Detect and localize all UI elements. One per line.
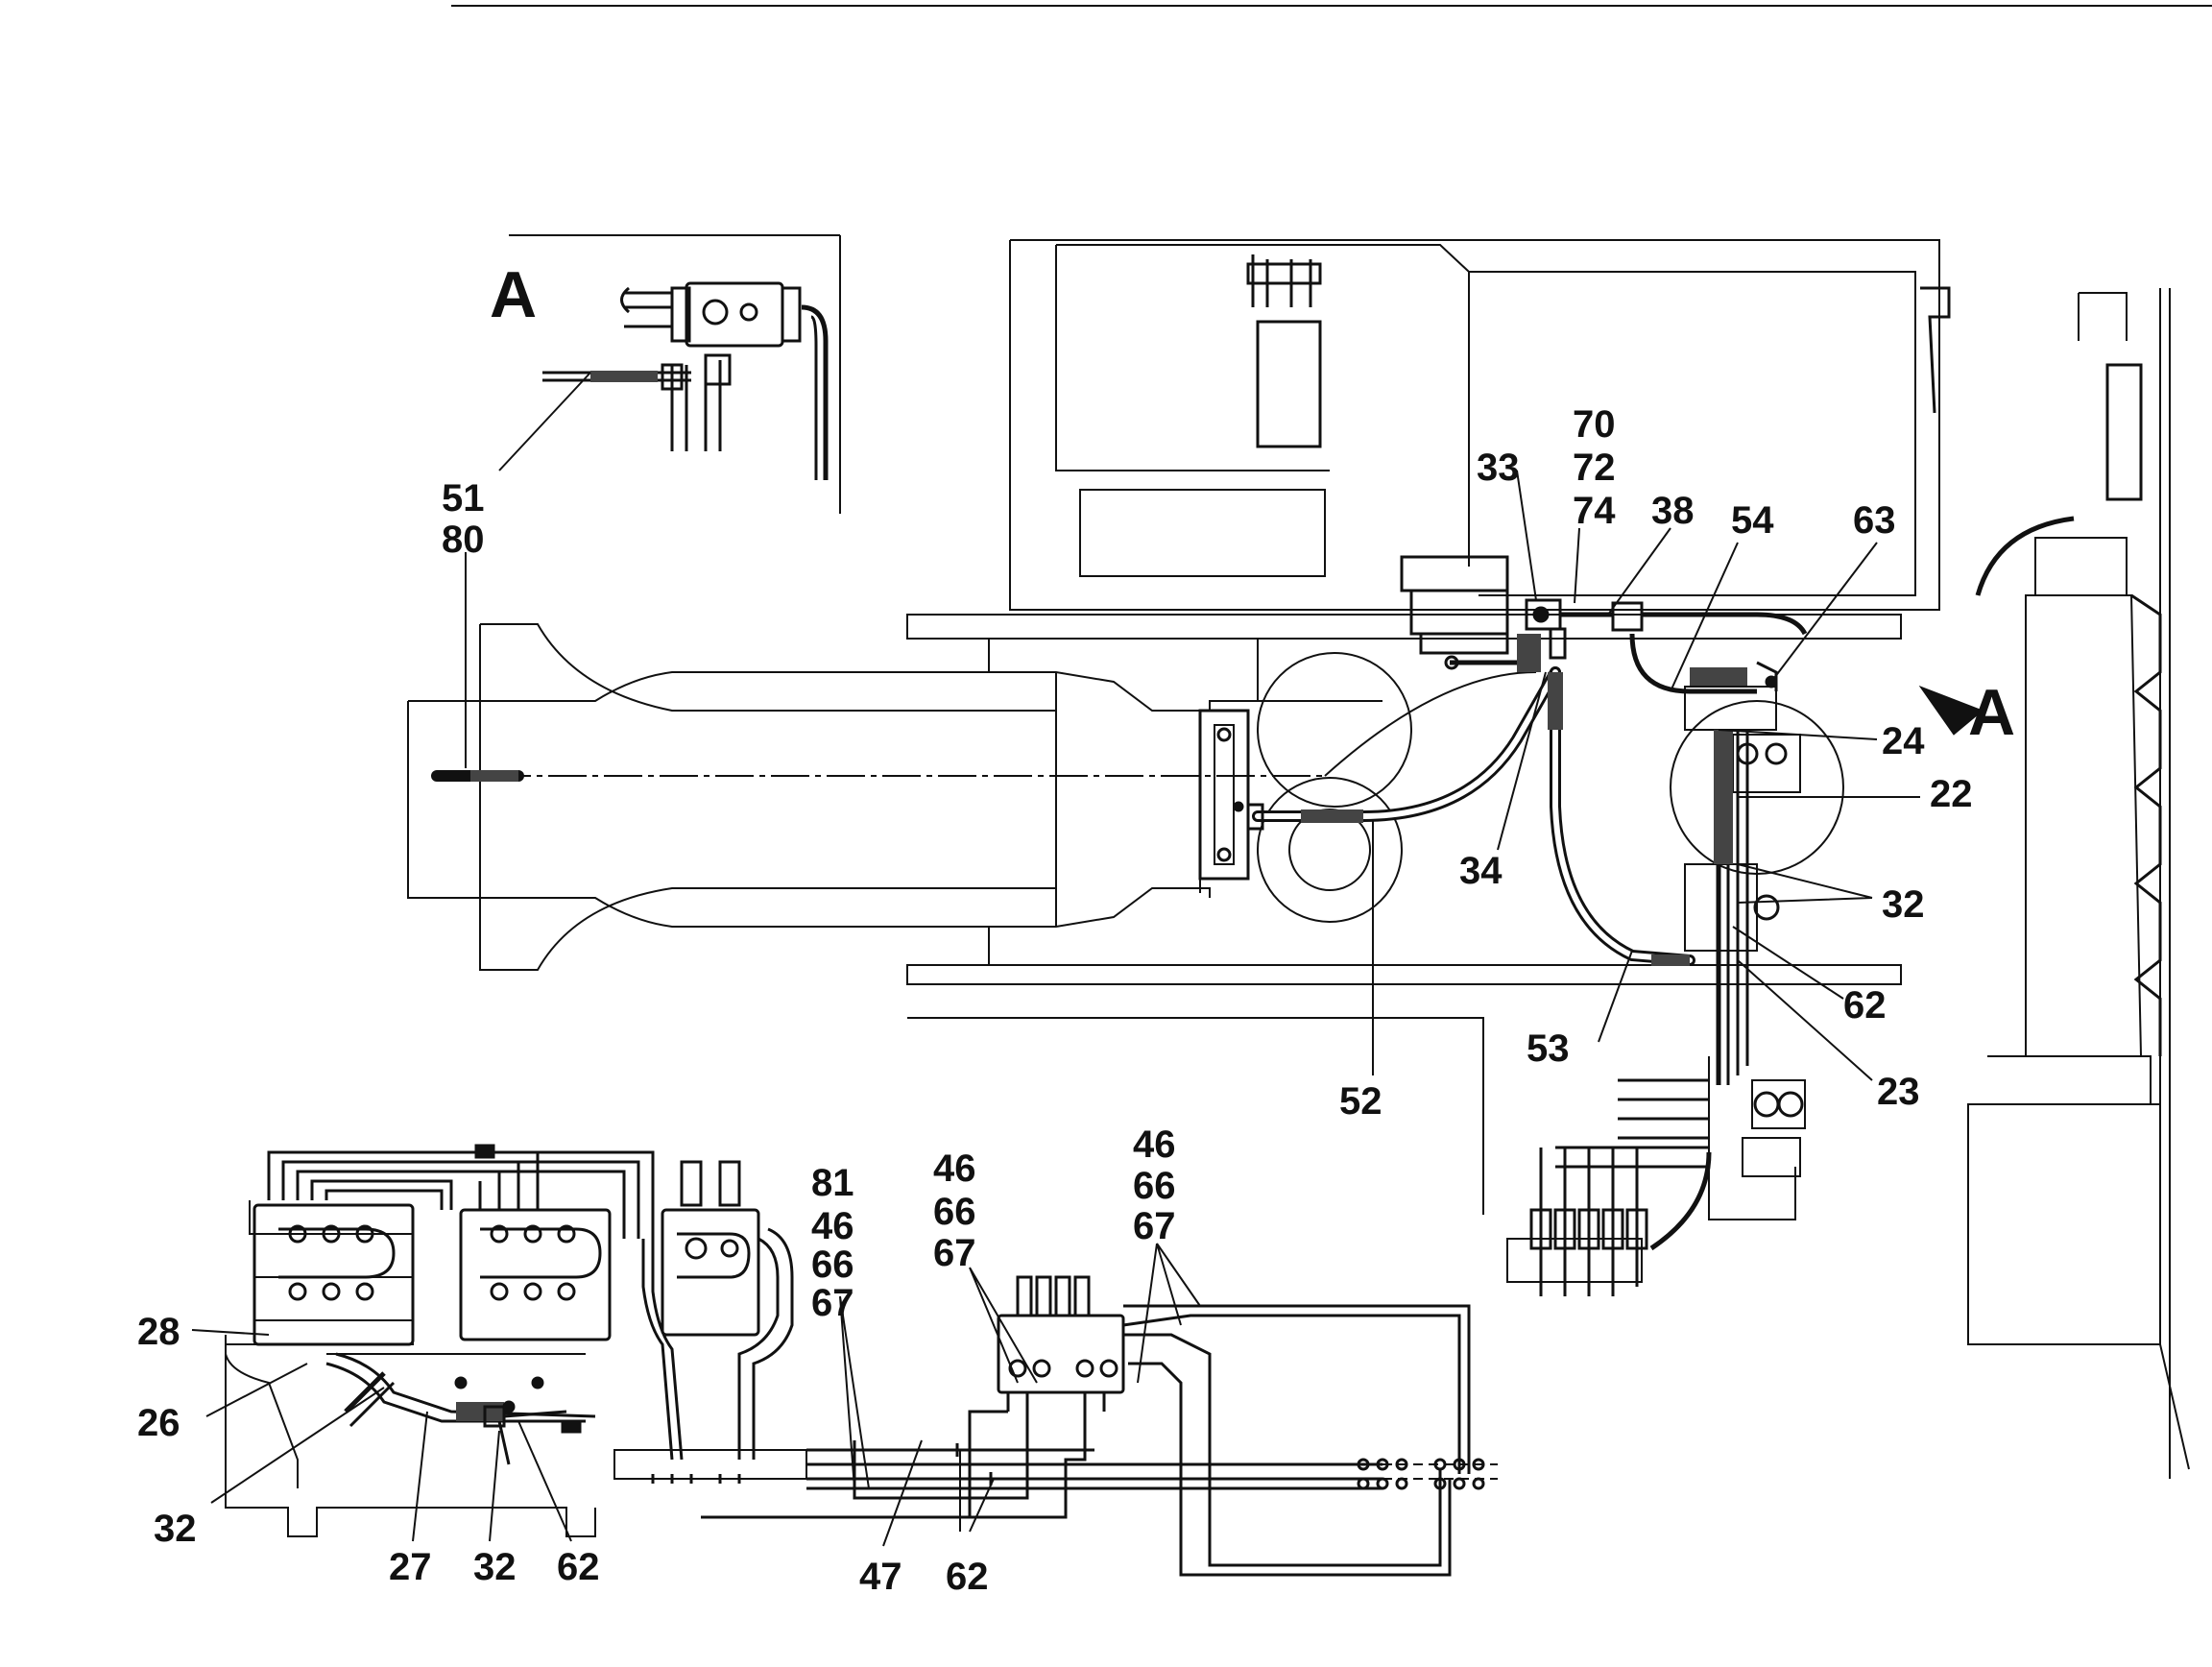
hose-53 <box>1548 666 1695 966</box>
callout-67-c: 67 <box>1133 1205 1176 1247</box>
callout-81: 81 <box>811 1162 854 1204</box>
view-marker-a: A <box>1918 676 2015 749</box>
callout-38: 38 <box>1651 490 1695 532</box>
callout-51: 51 <box>442 477 485 519</box>
callout-63: 63 <box>1853 499 1896 542</box>
leader-lines <box>191 372 1920 1547</box>
callout-24: 24 <box>1882 720 1925 762</box>
callout-32-right: 32 <box>1882 883 1925 926</box>
callout-32-bottom: 32 <box>473 1546 517 1588</box>
detail-view-a: A <box>490 234 841 514</box>
callout-52: 52 <box>1339 1080 1382 1123</box>
callout-32-left: 32 <box>154 1508 197 1550</box>
callout-47: 47 <box>859 1556 902 1598</box>
callout-62-lower: 62 <box>946 1556 989 1598</box>
callout-54: 54 <box>1731 499 1774 542</box>
hose-52 <box>1233 666 1561 831</box>
callout-53: 53 <box>1527 1027 1570 1070</box>
callout-46-b: 46 <box>933 1148 976 1190</box>
callout-62-bottom: 62 <box>557 1546 600 1588</box>
callout-66-c: 66 <box>1133 1165 1176 1207</box>
callout-80: 80 <box>442 519 485 561</box>
detail-label: A <box>490 258 537 331</box>
callout-22: 22 <box>1930 773 1973 815</box>
callout-66-a: 66 <box>811 1244 854 1286</box>
callout-labels: 51 80 33 70 72 74 38 54 63 24 22 32 62 2… <box>137 403 1973 1598</box>
callout-70: 70 <box>1573 403 1616 446</box>
right-column <box>1967 288 2190 1479</box>
callout-67-b: 67 <box>933 1232 976 1274</box>
callout-23: 23 <box>1877 1071 1920 1113</box>
fitting-cluster <box>1444 598 1808 694</box>
machine-cab-outline <box>1009 239 1951 655</box>
callout-28: 28 <box>137 1311 180 1353</box>
callout-72: 72 <box>1573 447 1616 489</box>
callout-46-a: 46 <box>811 1205 854 1247</box>
callout-34: 34 <box>1459 850 1503 892</box>
callout-46-c: 46 <box>1133 1123 1176 1166</box>
callout-74: 74 <box>1573 490 1616 532</box>
callout-67-a: 67 <box>811 1282 854 1324</box>
callout-66-b: 66 <box>933 1191 976 1233</box>
callout-27: 27 <box>389 1546 432 1588</box>
right-valve-stack <box>1506 686 1806 1296</box>
diverter-block <box>701 1275 1498 1577</box>
control-valve-bank <box>225 1144 807 1537</box>
boom-chassis <box>407 614 1902 1215</box>
callout-62-right: 62 <box>1843 984 1887 1027</box>
callout-33: 33 <box>1477 447 1520 489</box>
callout-26: 26 <box>137 1402 180 1444</box>
view-marker-label: A <box>1968 676 2015 749</box>
